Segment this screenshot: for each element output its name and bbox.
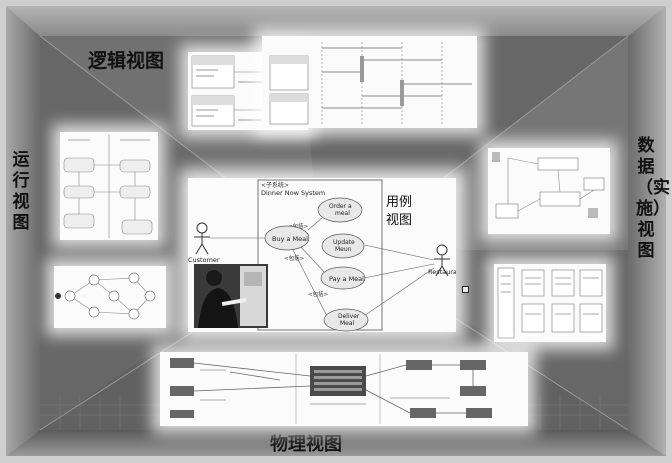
include-label-3: <包括> [308, 290, 329, 298]
use-case-diagram: <子系统> Dinner Now System Customer Restaur… [188, 179, 456, 332]
system-name: Dinner Now System [261, 189, 325, 197]
office-photo-inset [194, 264, 268, 328]
logical-sequence-panel [262, 36, 477, 128]
state-diagram-panel [54, 266, 166, 328]
use-case-update-menu [321, 233, 365, 259]
use-case-order-a-meal [317, 197, 363, 223]
use-case-label-buy: Buy a Meal [272, 235, 308, 243]
activity-diagram-panel [60, 132, 158, 240]
data-view-label: 数据（实施）视图 [636, 136, 670, 261]
process-view-label: 运行视图 [12, 150, 30, 233]
use-case-label-deliver-2: Meal [340, 320, 355, 327]
system-tag: <子系统> [261, 181, 289, 189]
small-handle-icon [462, 286, 469, 293]
deployment-diagram-panel [160, 352, 528, 426]
data-component-panel [488, 148, 610, 234]
use-case-pay-a-meal [320, 266, 366, 290]
use-case-deliver-meal [323, 308, 369, 332]
restaurant-actor-icon [434, 244, 450, 277]
restaurant-label: Restaurant [428, 268, 456, 276]
system-boundary [257, 179, 383, 331]
use-case-label-pay: Pay a Meal [329, 275, 364, 283]
include-label-2: <包括> [284, 254, 305, 262]
data-schema-panel [494, 264, 606, 342]
customer-label: Customer [188, 256, 220, 264]
customer-actor-icon [194, 222, 210, 255]
logical-view-label: 逻辑视图 [88, 50, 165, 72]
use-case-label-update-2: Meun [335, 246, 352, 253]
associations [210, 217, 435, 319]
use-case-panel: <子系统> Dinner Now System Customer Restaur… [188, 178, 456, 332]
use-case-view-label: 用例视图 [386, 195, 413, 228]
use-case-label-order-2: meal [335, 210, 350, 217]
use-case-label-update: Update [333, 239, 355, 246]
use-case-label-order: Order a [329, 203, 352, 210]
use-case-label-deliver: Deliver [338, 313, 360, 320]
include-label-1: <包括> [288, 222, 309, 230]
use-case-buy-a-meal [264, 225, 310, 251]
physical-view-label: 物理视图 [270, 434, 342, 455]
